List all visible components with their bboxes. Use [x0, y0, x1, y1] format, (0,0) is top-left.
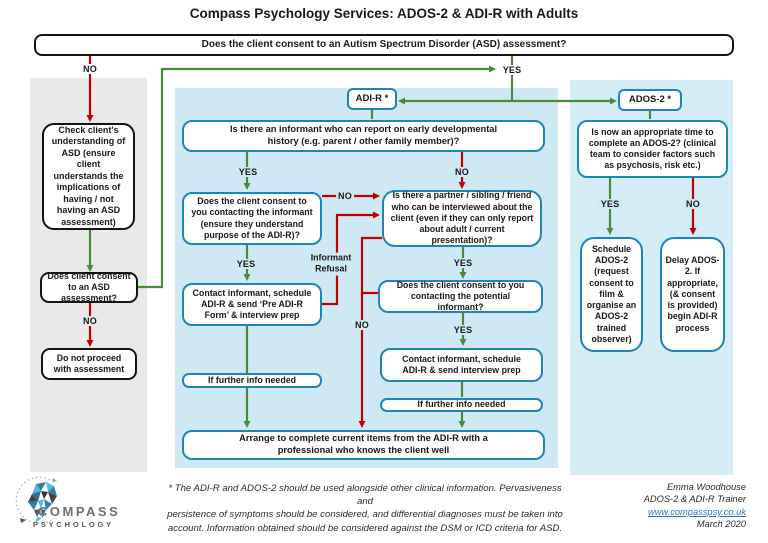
credit-name: Emma Woodhouse [666, 482, 746, 492]
label-no-ados: NO [684, 199, 702, 209]
label-yes-q4: YES [451, 325, 475, 335]
logo-wordmark-sub: PSYCHOLOGY [33, 520, 114, 529]
logo-brain-triangles [20, 478, 57, 523]
node-q-consent-potential: Does the client consent to you contactin… [378, 280, 543, 313]
label-yes-q3: YES [451, 258, 475, 268]
node-if-further-right: If further info needed [380, 398, 543, 412]
label-yes-top: YES [500, 65, 524, 75]
label-no-q2: NO [336, 191, 354, 201]
label-no-top: NO [81, 64, 99, 74]
node-schedule-ados: Schedule ADOS-2 (request consent to film… [580, 237, 643, 352]
label-no-left: NO [81, 316, 99, 326]
node-ados-header: ADOS-2 * [618, 89, 682, 111]
node-q-appropriate-time: Is now an appropriate time to complete a… [577, 120, 728, 178]
node-contact-schedule: Contact informant, schedule ADI-R & send… [380, 348, 543, 382]
logo-dotted-arc [15, 476, 55, 524]
label-no-mid: NO [353, 320, 371, 330]
node-delay-ados: Delay ADOS-2. If appropriate, (& consent… [660, 237, 725, 352]
credit-date: March 2020 [696, 519, 746, 530]
label-yes-ados: YES [598, 199, 622, 209]
footnote-line: * The ADI-R and ADOS-2 should be used al… [168, 483, 562, 508]
node-top-consent-question: Does the client consent to an Autism Spe… [34, 34, 734, 56]
credit-block: Emma Woodhouse ADOS-2 & ADI-R Trainer ww… [600, 481, 746, 531]
page-title: Compass Psychology Services: ADOS-2 & AD… [189, 6, 579, 21]
credit-role: ADOS-2 & ADI-R Trainer [643, 494, 746, 505]
footnote: * The ADI-R and ADOS-2 should be used al… [165, 482, 565, 535]
node-consent-again: Does client consent to an ASD assessment… [40, 271, 138, 303]
label-no-q1: NO [453, 167, 471, 177]
node-q-informant: Is there an informant who can report on … [182, 120, 545, 152]
node-adi-r-header: ADI-R * [347, 88, 397, 110]
node-arrange-current-items: Arrange to complete current items from t… [182, 430, 545, 460]
label-informant-refusal: Informant Refusal [305, 252, 357, 276]
logo-wordmark: COMPASS [38, 504, 121, 519]
compass-psychology-logo [15, 476, 57, 524]
footnote-line: account. Information obtained should be … [167, 522, 563, 534]
node-contact-pre-form: Contact informant, schedule ADI-R & send… [182, 283, 322, 326]
node-do-not-proceed: Do not proceed with assessment [41, 348, 137, 380]
label-yes-q1: YES [236, 167, 260, 177]
node-if-further-left: If further info needed [182, 373, 322, 388]
node-check-understanding: Check client's understanding of ASD (ens… [42, 123, 135, 230]
footnote-line: persistence of symptoms should be consid… [167, 509, 563, 521]
node-q-partner: Is there a partner / sibling / friend wh… [382, 190, 542, 247]
credit-website-link[interactable]: www.compasspsy.co.uk [648, 506, 746, 517]
label-yes-q2: YES [234, 259, 258, 269]
node-q-consent-contact: Does the client consent to you contactin… [182, 192, 322, 245]
